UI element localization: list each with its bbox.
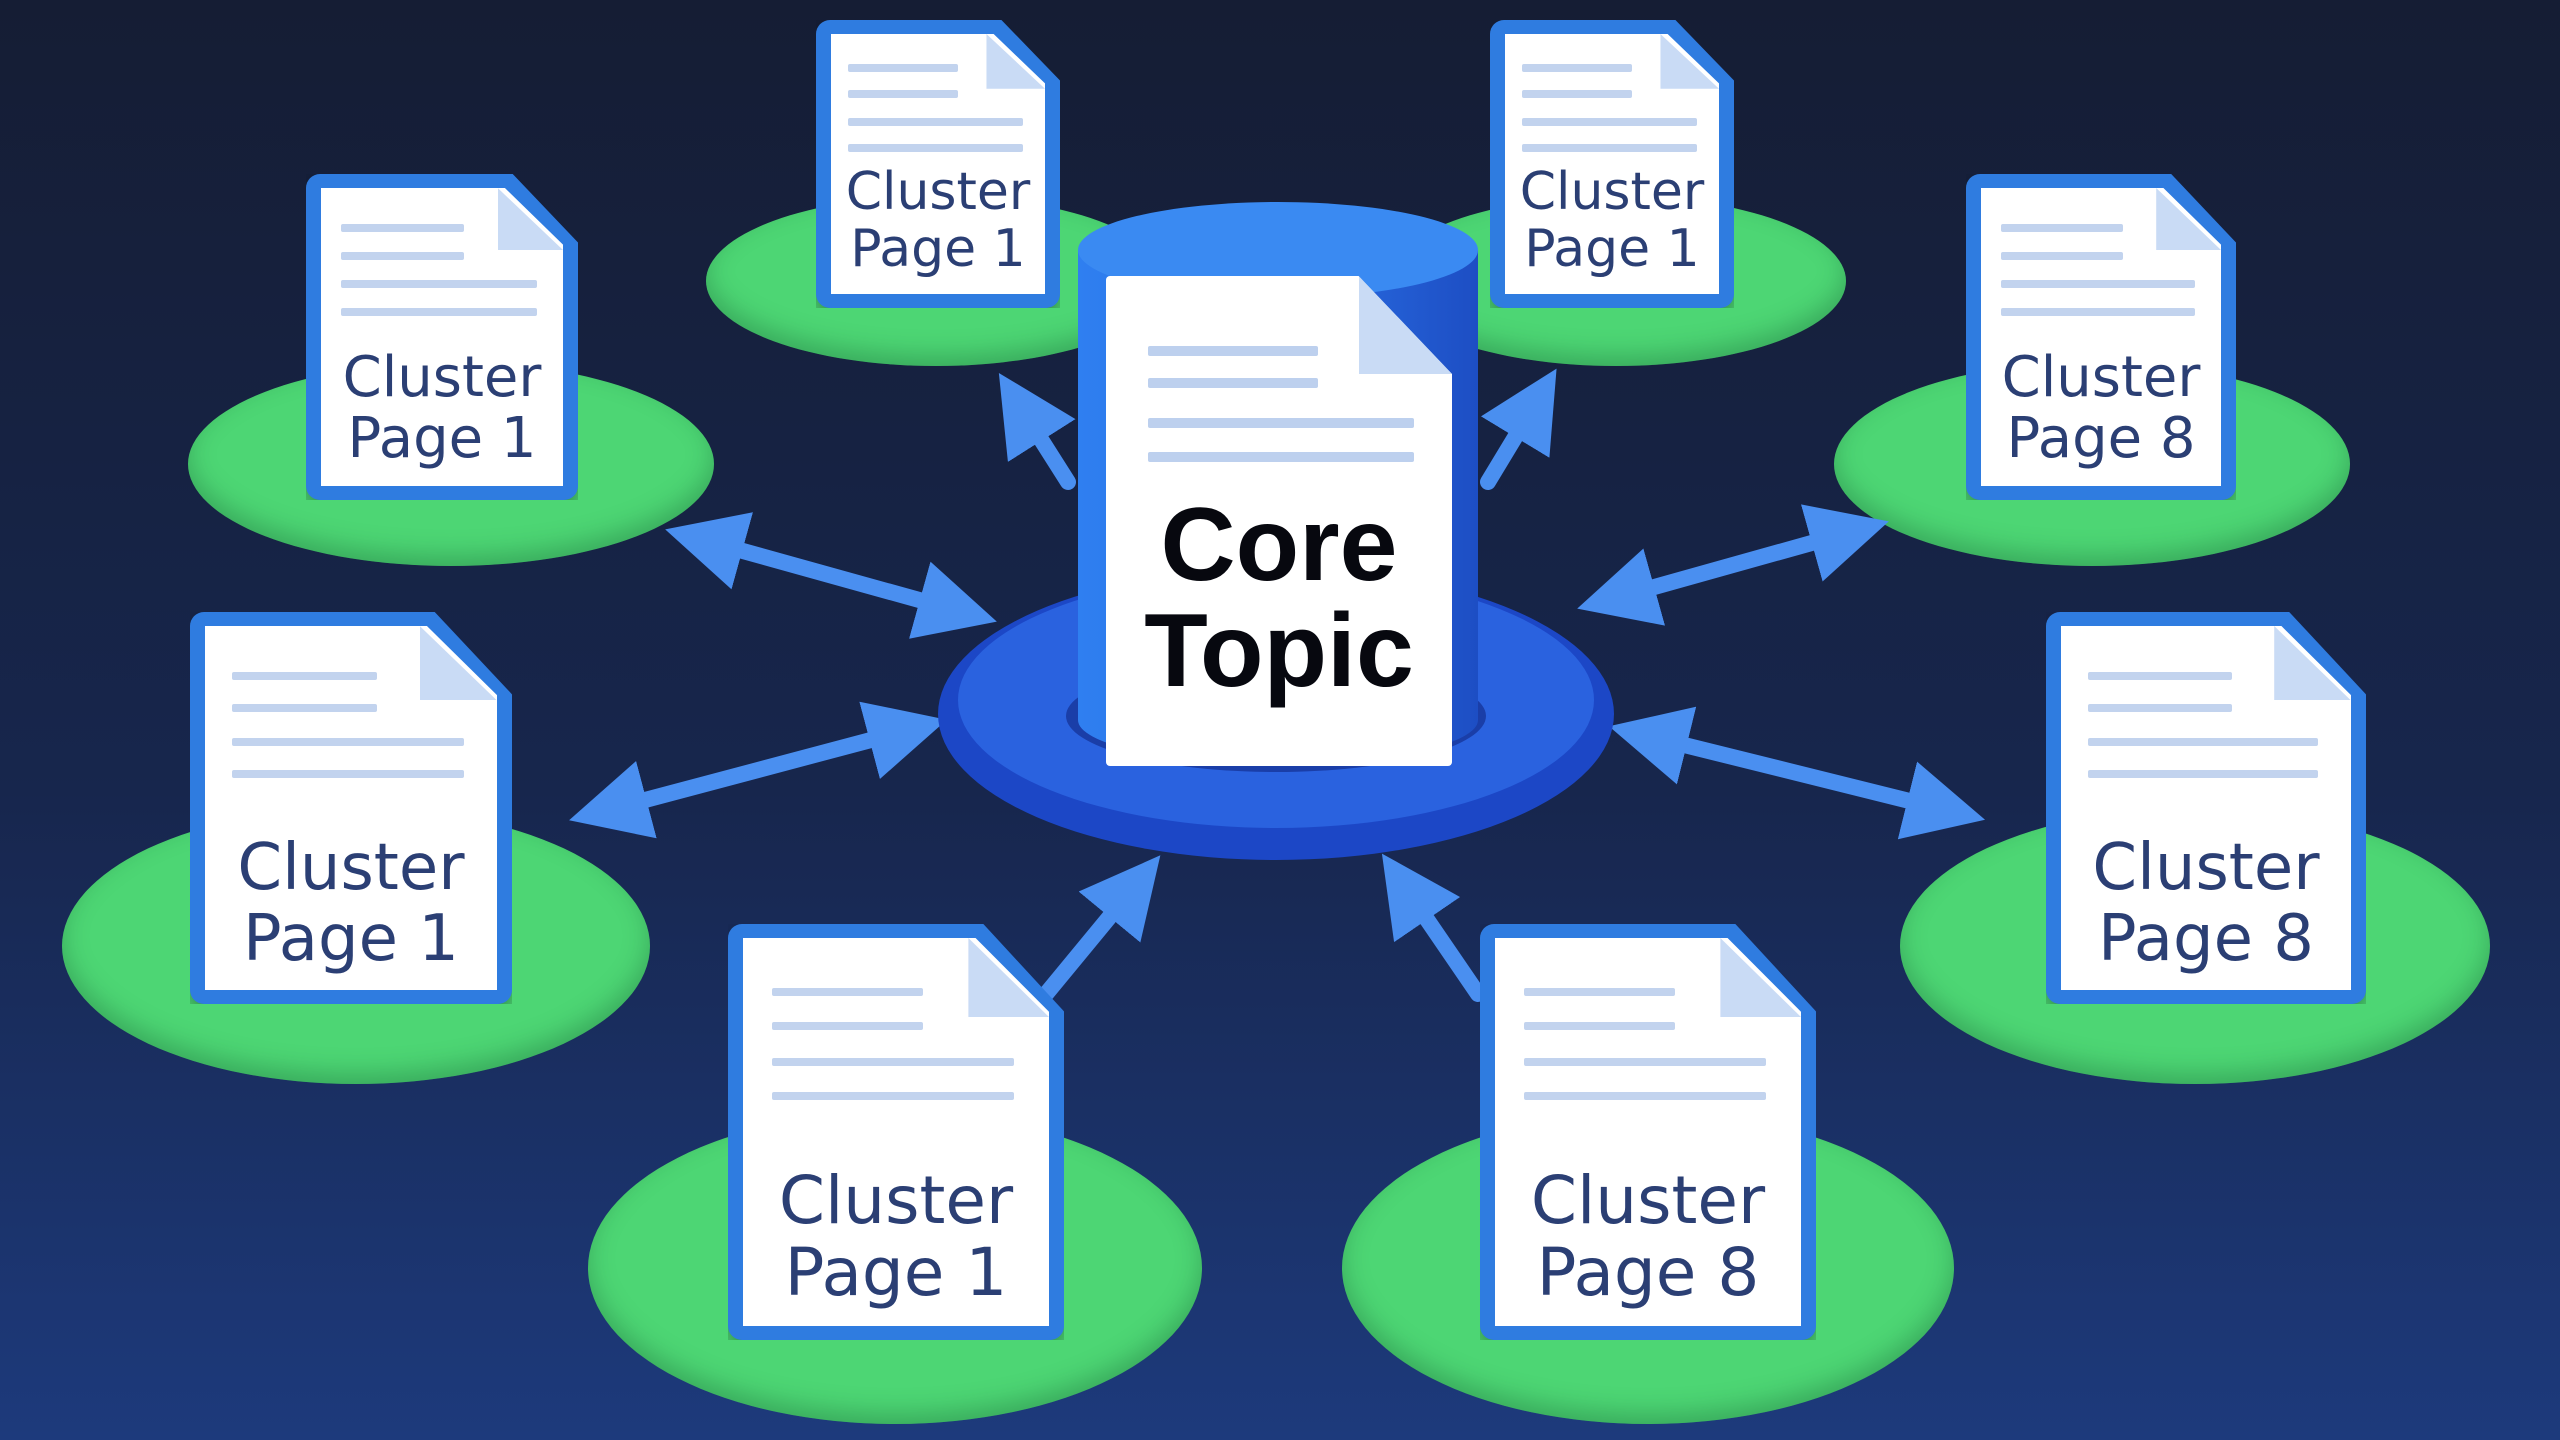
cluster-card-bottom-right: Cluster Page 8 xyxy=(1480,924,1816,1340)
cluster-label-line-2: Page 1 xyxy=(347,406,537,472)
cluster-card-bottom-left: Cluster Page 1 xyxy=(728,924,1064,1340)
arrow-bottom-right xyxy=(1381,853,1486,1002)
arrow-top-right xyxy=(1480,368,1557,490)
cluster-card-top-right: Cluster Page 1 xyxy=(1490,20,1734,308)
arrow-middle-left xyxy=(569,701,947,839)
cluster-label-line-1: Cluster xyxy=(2001,344,2201,410)
core-topic-document: Core Topic xyxy=(1106,276,1452,766)
cluster-label-line-2: Page 1 xyxy=(1524,218,1700,279)
core-topic-line-2: Topic xyxy=(1144,592,1414,709)
arrow-middle-right xyxy=(1608,706,1986,840)
cluster-card-upper-left: Cluster Page 1 xyxy=(306,174,578,500)
arrow-upper-right xyxy=(1577,504,1889,626)
cluster-label-line-1: Cluster xyxy=(342,344,542,410)
cluster-label-line-1: Cluster xyxy=(845,161,1031,222)
cluster-card-upper-right: Cluster Page 8 xyxy=(1966,174,2236,500)
cluster-card-top-left: Cluster Page 1 xyxy=(816,20,1060,308)
arrow-bottom-left xyxy=(1038,855,1161,1002)
cluster-label-line-2: Page 1 xyxy=(243,901,459,976)
core-topic-label: Core Topic xyxy=(1106,492,1452,704)
arrow-top-left xyxy=(998,372,1076,490)
cluster-label-line-1: Cluster xyxy=(1519,161,1705,222)
cluster-label-line-2: Page 1 xyxy=(850,218,1026,279)
cluster-label-line-1: Cluster xyxy=(778,1161,1014,1239)
cluster-label-line-2: Page 8 xyxy=(1536,1234,1760,1312)
core-topic-line-1: Core xyxy=(1160,486,1398,603)
cluster-label-line-1: Cluster xyxy=(1530,1161,1766,1239)
cluster-label-line-2: Page 1 xyxy=(784,1234,1008,1312)
cluster-label-line-1: Cluster xyxy=(237,831,465,906)
cluster-label-line-2: Page 8 xyxy=(2098,901,2314,976)
cluster-label-line-2: Page 8 xyxy=(2006,406,2196,472)
cluster-card-middle-right: Cluster Page 8 xyxy=(2046,612,2366,1004)
cluster-label-line-1: Cluster xyxy=(2092,831,2320,906)
cluster-card-middle-left: Cluster Page 1 xyxy=(190,612,512,1004)
arrow-upper-left xyxy=(665,512,997,639)
